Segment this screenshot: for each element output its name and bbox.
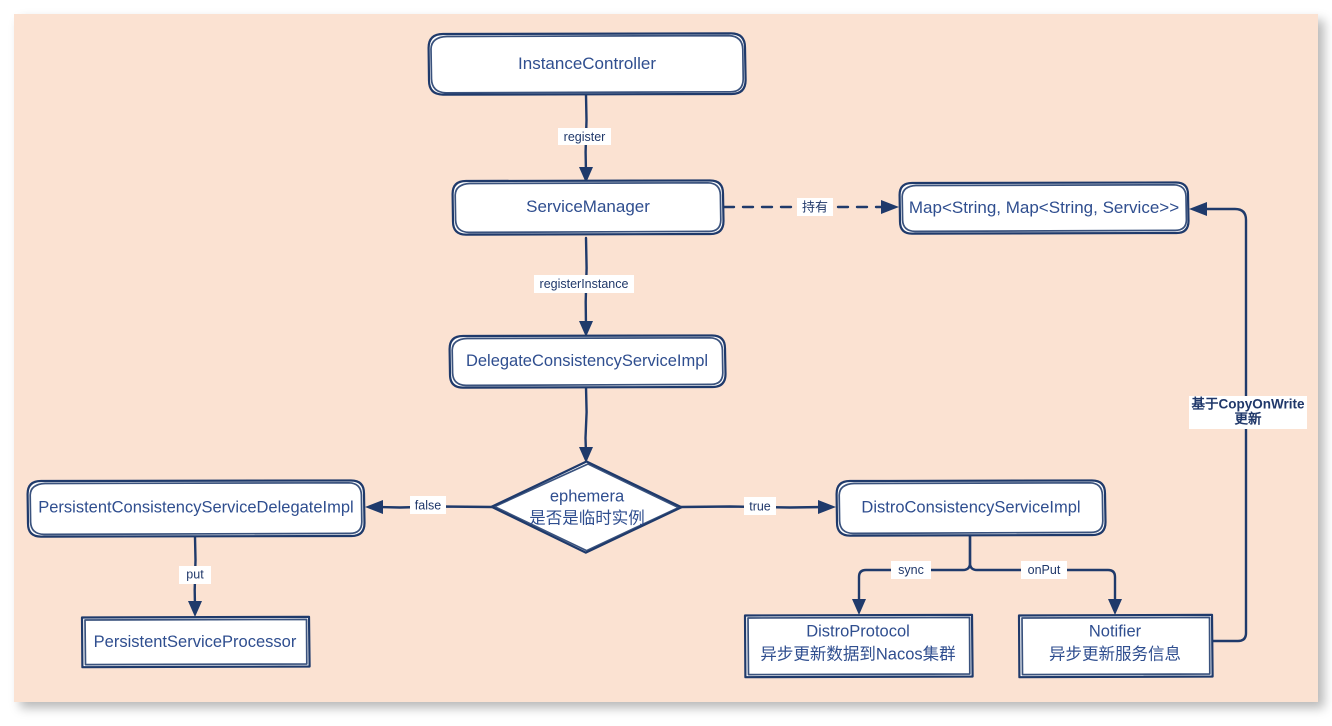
node-service-manager-border xyxy=(451,179,725,236)
node-ephemeral-decision-border2 xyxy=(493,463,680,552)
node-instance-controller-fill xyxy=(429,34,745,94)
node-delegate-consistency-label: DelegateConsistencyServiceImpl xyxy=(466,352,708,370)
node-distro-protocol-border xyxy=(743,613,974,679)
node-ephemeral-decision-label-line2: 是否是临时实例 xyxy=(529,508,645,527)
node-distro-protocol[interactable]: DistroProtocol 异步更新数据到Nacos集群 xyxy=(743,613,974,679)
node-service-manager-fill xyxy=(453,181,723,234)
node-instance-controller-label: InstanceController xyxy=(518,54,656,73)
node-service-manager-label: ServiceManager xyxy=(526,197,650,216)
node-service-manager-border2 xyxy=(454,181,722,234)
node-persistent-processor[interactable]: PersistentServiceProcessor xyxy=(80,615,311,669)
node-distro-consistency-border2 xyxy=(838,481,1104,535)
node-service-map-fill xyxy=(900,183,1188,233)
node-distro-consistency-label: DistroConsistencyServiceImpl xyxy=(861,498,1080,516)
node-instance-controller[interactable]: InstanceController xyxy=(427,32,747,96)
node-distro-protocol-fill xyxy=(745,615,972,677)
node-persistent-delegate[interactable]: PersistentConsistencyServiceDelegateImpl xyxy=(26,479,366,538)
node-persistent-delegate-border xyxy=(26,479,366,538)
node-ephemeral-decision-label-line1: ephemera xyxy=(550,487,625,505)
node-distro-consistency-border xyxy=(835,479,1107,537)
node-delegate-consistency-fill xyxy=(450,336,725,387)
node-delegate-consistency[interactable]: DelegateConsistencyServiceImpl xyxy=(448,334,727,389)
node-service-map-border2 xyxy=(901,183,1188,233)
node-persistent-processor-border2 xyxy=(84,618,308,666)
node-instance-controller-border xyxy=(427,32,747,96)
node-distro-protocol-label-line1: DistroProtocol xyxy=(806,622,910,640)
node-persistent-processor-fill xyxy=(82,617,309,667)
node-distro-protocol-label-line2: 异步更新数据到Nacos集群 xyxy=(760,644,955,663)
node-distro-protocol-border2 xyxy=(747,616,971,676)
node-service-manager[interactable]: ServiceManager xyxy=(451,179,725,236)
node-persistent-delegate-fill xyxy=(28,481,364,536)
node-distro-consistency-fill xyxy=(837,481,1105,535)
node-service-map-label: Map<String, Map<String, Service>> xyxy=(909,198,1179,217)
node-instance-controller-border2 xyxy=(430,34,745,94)
node-service-map[interactable]: Map<String, Map<String, Service>> xyxy=(898,181,1190,235)
node-notifier-label-line2: 异步更新服务信息 xyxy=(1049,644,1181,663)
node-notifier[interactable]: Notifier 异步更新服务信息 xyxy=(1017,613,1214,679)
node-persistent-processor-border xyxy=(80,615,311,669)
node-delegate-consistency-border2 xyxy=(451,336,724,387)
node-notifier-border2 xyxy=(1021,616,1211,676)
node-notifier-border xyxy=(1017,613,1214,679)
node-delegate-consistency-border xyxy=(448,334,727,389)
node-persistent-delegate-border2 xyxy=(29,481,363,536)
node-service-map-border xyxy=(898,181,1190,235)
node-notifier-label-line1: Notifier xyxy=(1089,622,1142,640)
node-distro-consistency[interactable]: DistroConsistencyServiceImpl xyxy=(835,479,1107,537)
node-ephemeral-decision[interactable]: ephemera 是否是临时实例 xyxy=(490,460,683,554)
node-ephemeral-decision-border xyxy=(490,460,683,554)
node-persistent-processor-label: PersistentServiceProcessor xyxy=(94,633,297,651)
node-persistent-delegate-label: PersistentConsistencyServiceDelegateImpl xyxy=(38,498,353,516)
node-notifier-fill xyxy=(1019,615,1212,677)
